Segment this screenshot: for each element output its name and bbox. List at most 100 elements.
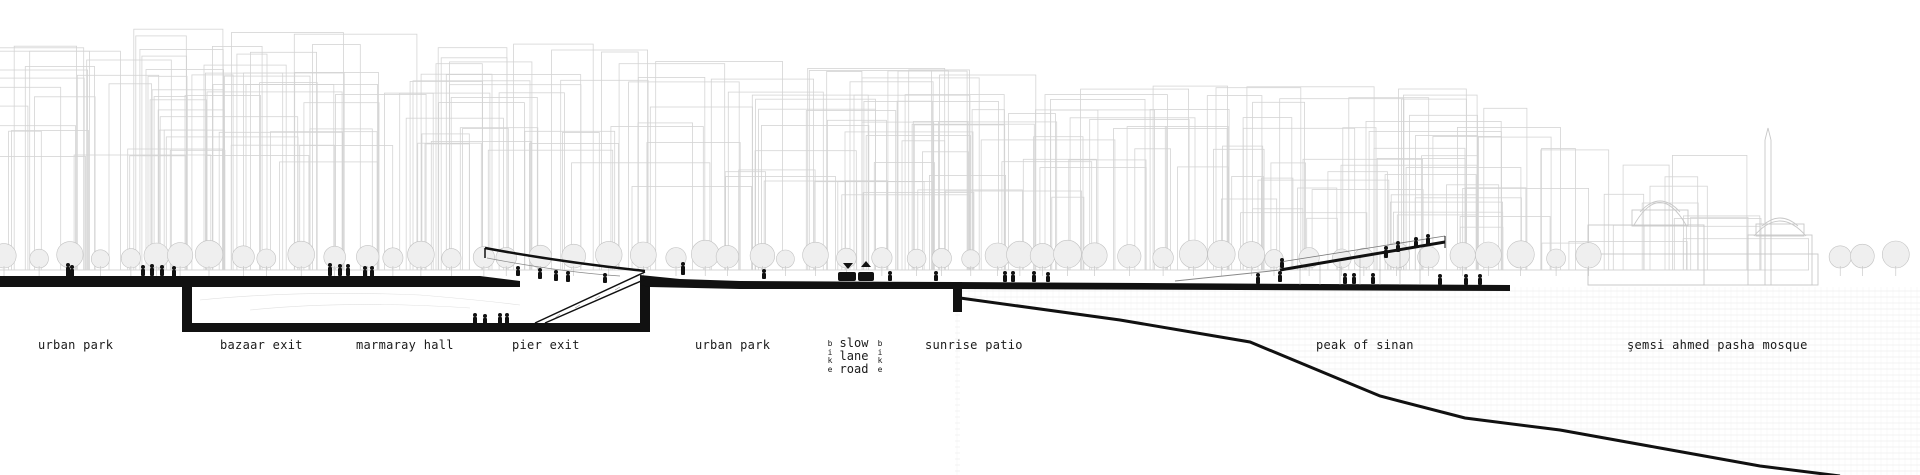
- person-silhouette: [1478, 274, 1482, 285]
- label-sunrise-patio: sunrise patio: [925, 338, 1023, 352]
- tree: [836, 247, 857, 276]
- person-silhouette: [538, 268, 542, 279]
- vehicles: [838, 261, 874, 281]
- tree: [1882, 240, 1910, 276]
- tree: [690, 239, 720, 276]
- label-pier-exit: pier exit: [512, 338, 580, 352]
- tree: [906, 248, 927, 276]
- label-marmaray-hall: marmaray hall: [356, 338, 454, 352]
- person-silhouette: [1352, 273, 1356, 284]
- tree: [715, 245, 740, 276]
- label-urban-park-right: urban park: [695, 338, 771, 352]
- tree: [91, 249, 110, 276]
- label-urban-park-left: urban park: [38, 338, 114, 352]
- person-silhouette: [603, 273, 607, 283]
- person-silhouette: [1384, 246, 1388, 258]
- label-bike-right: bike: [877, 339, 883, 374]
- person-silhouette: [70, 265, 74, 277]
- tree: [1417, 246, 1440, 276]
- label-bike-left: bike: [827, 339, 833, 374]
- person-silhouette: [141, 265, 145, 276]
- person-silhouette: [1032, 271, 1036, 282]
- seabed-line: [959, 296, 1841, 475]
- person-silhouette: [681, 262, 685, 275]
- tree: [441, 248, 462, 276]
- tree: [984, 242, 1011, 276]
- tree: [1449, 242, 1476, 276]
- tree: [382, 247, 404, 276]
- person-silhouette: [473, 313, 477, 324]
- tree: [802, 241, 829, 276]
- person-silhouette: [483, 314, 487, 324]
- stair-treads: [554, 286, 621, 319]
- tree: [323, 245, 346, 276]
- person-silhouette: [150, 264, 154, 276]
- tree: [120, 248, 141, 276]
- person-silhouette: [505, 313, 509, 324]
- person-silhouette: [172, 266, 176, 277]
- label-mosque: şemsi ahmed pasha mosque: [1627, 338, 1808, 352]
- person-silhouette: [1464, 274, 1468, 285]
- tree: [0, 243, 17, 276]
- person-silhouette: [1414, 237, 1418, 248]
- tree: [1546, 248, 1566, 276]
- tree: [1152, 247, 1174, 276]
- tree: [472, 246, 495, 276]
- person-silhouette: [66, 263, 70, 277]
- person-silhouette: [346, 264, 350, 276]
- background-city-silhouette: [0, 28, 1809, 271]
- person-silhouette: [566, 271, 570, 282]
- person-silhouette: [160, 265, 164, 276]
- person-silhouette: [370, 266, 374, 277]
- tree: [407, 240, 435, 276]
- person-silhouette: [1256, 273, 1260, 284]
- person-silhouette: [338, 264, 342, 276]
- tree: [1850, 243, 1875, 276]
- tree-row: [0, 239, 1910, 276]
- tree: [665, 247, 687, 276]
- station-interior: [199, 293, 521, 311]
- tree: [871, 247, 893, 276]
- person-silhouette: [554, 270, 558, 281]
- tree: [595, 241, 623, 276]
- tree: [1475, 241, 1502, 276]
- label-slow-lane-road: slow lane road: [839, 336, 869, 376]
- person-silhouette: [888, 271, 892, 281]
- tree: [287, 240, 315, 276]
- stair-lines: [534, 271, 649, 324]
- tree: [961, 249, 981, 276]
- tree: [29, 248, 49, 276]
- tree: [1006, 240, 1034, 276]
- person-silhouette: [762, 269, 766, 279]
- person-silhouette: [1426, 234, 1430, 245]
- person-silhouette: [328, 263, 332, 276]
- person-silhouette: [1003, 271, 1007, 282]
- tree: [1081, 242, 1108, 276]
- label-bazaar-exit: bazaar exit: [220, 338, 303, 352]
- tree: [231, 245, 255, 276]
- person-silhouette: [1278, 271, 1282, 282]
- tree: [356, 245, 380, 276]
- person-silhouette: [934, 271, 938, 281]
- person-silhouette: [498, 313, 502, 324]
- person-silhouette: [1371, 273, 1375, 284]
- tree: [776, 249, 795, 276]
- tree: [1238, 241, 1266, 276]
- tree: [1575, 242, 1602, 276]
- tree: [143, 242, 170, 276]
- label-peak-of-sinan: peak of sinan: [1316, 338, 1414, 352]
- tree: [167, 242, 194, 276]
- tree: [256, 248, 277, 276]
- people-silhouettes: [66, 234, 1482, 324]
- person-silhouette: [1280, 258, 1284, 268]
- tree: [1117, 244, 1142, 276]
- person-silhouette: [1011, 271, 1015, 282]
- person-silhouette: [516, 266, 520, 276]
- tree: [1506, 240, 1535, 276]
- tree: [1298, 247, 1320, 276]
- tree: [1179, 239, 1208, 276]
- person-silhouette: [1343, 273, 1347, 284]
- tree: [1828, 245, 1852, 276]
- person-silhouette: [1046, 272, 1050, 282]
